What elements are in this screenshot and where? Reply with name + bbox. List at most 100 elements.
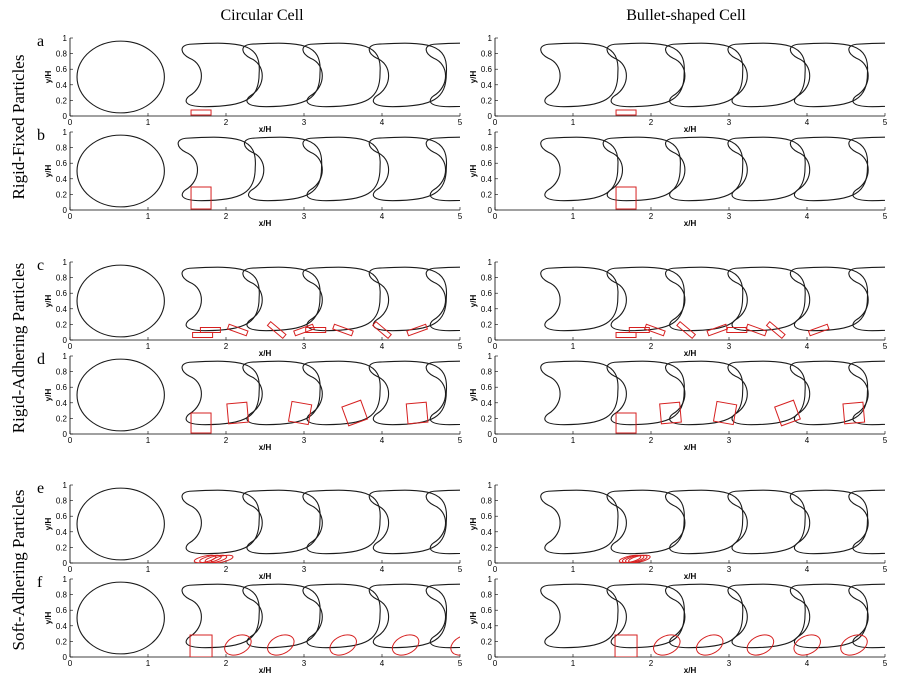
- particle-shape: [190, 412, 212, 434]
- y-tick-label: 0: [63, 336, 68, 345]
- x-tick-label: 5: [883, 118, 888, 127]
- panel-letter: c: [37, 257, 44, 274]
- particle-shape: [765, 320, 786, 340]
- particle-shape: [190, 109, 212, 116]
- x-tick-label: 5: [458, 659, 463, 668]
- y-tick-label: 1: [63, 352, 68, 361]
- cell-outline: [242, 266, 321, 332]
- x-tick-label: 3: [727, 565, 732, 574]
- panel-body: [76, 487, 460, 563]
- cell-outline: [727, 266, 806, 332]
- particle-shape: [807, 323, 830, 337]
- particle-shape: [712, 400, 738, 426]
- y-axis-label: y/H: [469, 71, 478, 84]
- y-tick-label: 0.8: [481, 591, 493, 600]
- y-tick-label: 0.6: [56, 383, 68, 392]
- cell-outline: [368, 136, 447, 202]
- cell-outline: [727, 136, 806, 202]
- y-tick-label: 1: [488, 352, 493, 361]
- x-tick-label: 2: [649, 212, 654, 221]
- y-axis-label: y/H: [44, 295, 53, 308]
- cell-outline: [302, 136, 381, 202]
- cell-outline: [540, 360, 619, 426]
- cell-outline: [727, 360, 806, 426]
- cell-outline: [425, 583, 460, 649]
- x-tick-label: 1: [571, 118, 576, 127]
- particle-shape: [614, 634, 638, 657]
- x-tick-label: 3: [302, 118, 307, 127]
- y-tick-label: 0: [488, 336, 493, 345]
- cell-outline: [789, 136, 869, 202]
- panel-letter: a: [37, 33, 44, 50]
- cell-outline: [425, 42, 460, 108]
- particle-shape: [615, 109, 637, 116]
- particle-shape: [625, 554, 648, 563]
- cell-outline: [848, 42, 885, 108]
- x-axis-label: x/H: [684, 125, 697, 134]
- x-axis-label: x/H: [259, 666, 272, 674]
- cell-outline: [848, 489, 885, 555]
- x-axis-label: x/H: [684, 666, 697, 674]
- x-tick-label: 5: [458, 342, 463, 351]
- cell-outline: [181, 583, 260, 649]
- panel-body: [540, 266, 885, 340]
- y-tick-label: 1: [63, 575, 68, 584]
- panel-letter: e: [37, 480, 44, 497]
- x-tick-label: 0: [68, 212, 73, 221]
- y-tick-label: 0.4: [481, 622, 493, 631]
- x-tick-label: 2: [224, 659, 229, 668]
- panel-body: [540, 489, 885, 563]
- x-tick-label: 1: [571, 659, 576, 668]
- row-label-soft-adhering: Soft-Adhering Particles: [9, 490, 28, 651]
- cell-outline: [177, 136, 256, 202]
- y-axis-label: y/H: [469, 389, 478, 402]
- particle-shape: [793, 634, 821, 656]
- cell-outline: [602, 136, 681, 202]
- cell-outline: [727, 489, 806, 555]
- x-tick-label: 4: [805, 436, 810, 445]
- y-tick-label: 0: [488, 112, 493, 121]
- panel-letter: d: [37, 351, 45, 368]
- x-axis-label: x/H: [684, 349, 697, 358]
- x-tick-label: 2: [649, 436, 654, 445]
- cell-outline: [606, 583, 685, 649]
- particle-shape: [287, 400, 313, 426]
- x-tick-label: 1: [146, 118, 151, 127]
- x-tick-label: 5: [883, 565, 888, 574]
- cell-outline: [181, 360, 260, 426]
- y-tick-label: 0.2: [481, 190, 493, 199]
- particle-shape: [628, 327, 650, 333]
- x-tick-label: 1: [571, 342, 576, 351]
- y-tick-label: 0.4: [481, 305, 493, 314]
- x-tick-label: 3: [727, 212, 732, 221]
- column-title-bullet: Bullet-shaped Cell: [626, 7, 746, 24]
- particle-shape: [406, 323, 428, 337]
- y-tick-label: 0.8: [481, 50, 493, 59]
- cell-outline: [665, 489, 744, 555]
- panel-body: [540, 136, 885, 210]
- y-tick-label: 0.4: [56, 305, 68, 314]
- x-tick-label: 0: [68, 436, 73, 445]
- cell-outline: [243, 136, 323, 202]
- x-tick-label: 4: [805, 659, 810, 668]
- y-tick-label: 0.6: [56, 65, 68, 74]
- cell-outline: [76, 581, 165, 655]
- x-tick-label: 1: [146, 565, 151, 574]
- cell-outline: [76, 487, 165, 561]
- x-tick-label: 3: [727, 118, 732, 127]
- y-axis-label: y/H: [469, 518, 478, 531]
- x-tick-label: 0: [68, 565, 73, 574]
- y-tick-label: 0.4: [481, 399, 493, 408]
- x-tick-label: 4: [380, 436, 385, 445]
- x-axis-label: x/H: [259, 125, 272, 134]
- cell-outline: [540, 136, 619, 202]
- cell-outline: [302, 489, 381, 555]
- cell-outline: [848, 583, 885, 649]
- y-tick-label: 0.2: [481, 414, 493, 423]
- particle-shape: [774, 399, 801, 427]
- y-tick-label: 0: [63, 559, 68, 568]
